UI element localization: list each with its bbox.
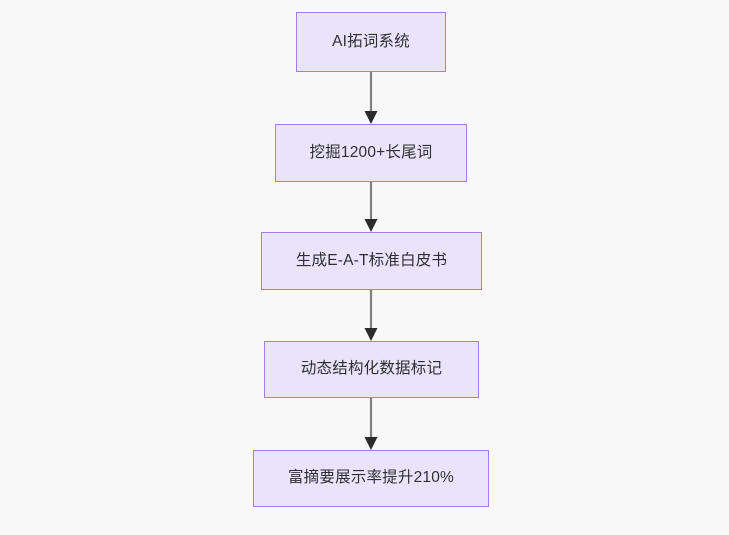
edge-n2-to-n3 [364,182,378,232]
flow-node-label: 富摘要展示率提升210% [287,469,455,487]
flow-node-label: 动态结构化数据标记 [300,360,443,378]
flow-node-ai-keyword-system[interactable]: AI拓词系统 [296,12,446,72]
flow-node-rich-snippet-impression-uplift[interactable]: 富摘要展示率提升210% [253,450,489,507]
edge-n4-to-n5 [364,398,378,450]
edge-n3-to-n4 [364,290,378,341]
flow-node-generate-eat-whitepaper[interactable]: 生成E-A-T标准白皮书 [261,232,482,290]
flow-node-mine-longtail-keywords[interactable]: 挖掘1200+长尾词 [275,124,467,182]
flow-node-label: 挖掘1200+长尾词 [309,143,433,161]
flow-node-dynamic-structured-data-markup[interactable]: 动态结构化数据标记 [264,341,479,398]
flow-node-label: AI拓词系统 [332,32,410,50]
flow-node-label: 生成E-A-T标准白皮书 [295,251,448,269]
edge-n1-to-n2 [364,72,378,124]
